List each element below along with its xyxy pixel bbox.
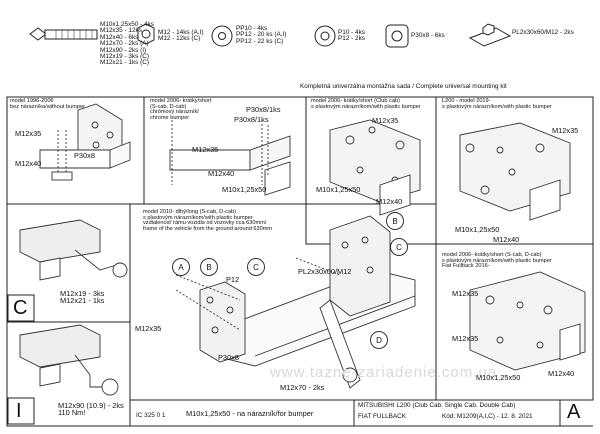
option-i-frame bbox=[6, 321, 131, 427]
nut-spec: M12 - 12ks (C) bbox=[158, 35, 201, 43]
callout-c: C bbox=[390, 238, 408, 256]
title-line: model 2010- dlhý/long (S-cab, D-cab) bbox=[143, 209, 236, 215]
callout-label: M10x1,25x50 bbox=[455, 225, 500, 234]
callout-label: M12x35 bbox=[452, 334, 479, 343]
spacer-spec: P30x8 - 6ks bbox=[411, 32, 445, 39]
callout-b: B bbox=[386, 212, 404, 230]
callout-label: PL2x30x60/M12 bbox=[298, 267, 352, 276]
title-line: model 1996-2006 bbox=[10, 98, 54, 104]
title-line: model 2006- krátky/short (S-cab, D-cab) bbox=[442, 252, 542, 258]
watermark: www.tazne-zariadenie.com.ua bbox=[270, 364, 498, 381]
callout-d: D bbox=[370, 331, 388, 349]
washer-spec: P12 - 2ks bbox=[338, 35, 365, 43]
callout-a: A bbox=[172, 258, 190, 276]
panel-1-title: model 1996-2006 bez nárazníka/without bu… bbox=[10, 98, 85, 110]
bolt-spec: M12x19 - 3ks (C) bbox=[100, 53, 150, 61]
callout-label: M10x1,25x50 bbox=[316, 185, 361, 194]
vehicle-model-2: FIAT FULLBACK bbox=[358, 413, 407, 420]
callout-label: M12x40 bbox=[15, 159, 42, 168]
callout-c: C bbox=[247, 258, 265, 276]
kit-note: Kompletná univerzálna montážna sada / Co… bbox=[300, 83, 507, 90]
title-line: model 2006- krátky/short (Club cab) bbox=[311, 98, 400, 104]
washer-spec: P10 - 4ks bbox=[338, 29, 365, 36]
panel-4-title: L200 - model 2019- s plastovým nárazníko… bbox=[442, 98, 552, 110]
callout-label: M12x35 bbox=[452, 289, 479, 298]
callout-label: M12x70 - 2ks bbox=[280, 383, 325, 392]
option-i-letter: I bbox=[16, 400, 22, 422]
bumper-note: M10x1,25x50 - na nárazník/for bumper bbox=[186, 409, 314, 418]
pp-washer-list: PP10 - 4ks PP12 - 20 ks (A,I) PP12 - 22 … bbox=[236, 25, 287, 45]
callout-label: P12 bbox=[226, 275, 240, 284]
bolt-spec: M12x40 - 6ks bbox=[100, 33, 139, 41]
bolt-list: M10x1,25x50 - 4ks M12x35 - 12ks M12x40 -… bbox=[100, 21, 154, 67]
title-line: s plastovým nárazníkom/with plastic bump… bbox=[442, 103, 552, 110]
title-line: (S-cab, D-cab) bbox=[150, 103, 187, 110]
title-line: chrómový nárazník/ bbox=[150, 109, 199, 116]
bolt-spec: M12x21 - 1ks (C) bbox=[100, 59, 150, 67]
bolt-icon bbox=[29, 27, 98, 41]
bolt-spec: M10x1,25x50 - 4ks bbox=[100, 21, 154, 28]
title-line: frame of the vehicle from the ground aro… bbox=[143, 225, 273, 232]
callout-label: P30x8/1ks bbox=[234, 115, 269, 124]
panel-6-title: model 2006- krátky/short (S-cab, D-cab) … bbox=[442, 252, 552, 270]
callout-label: M12x35 bbox=[192, 145, 219, 154]
torque-note: 110 Nm! bbox=[58, 408, 86, 418]
spacer-icon bbox=[385, 24, 409, 48]
title-line: model 2006- krátky/short bbox=[150, 98, 212, 104]
callout-label: M12x35 bbox=[135, 324, 162, 333]
callout-label: P30x8 bbox=[74, 151, 95, 160]
callout-b: B bbox=[200, 258, 218, 276]
washer-spec: PP12 - 20 ks (A,I) bbox=[236, 31, 287, 39]
plate-spec: PL2x30x60/M12 - 2ks bbox=[512, 29, 574, 36]
variant-letter: A bbox=[567, 401, 581, 423]
panel-5-title: model 2010- dlhý/long (S-cab, D-cab) s p… bbox=[143, 209, 273, 232]
vehicle-model: MITSUBISHI L200 (Club Cab. Single Cab. D… bbox=[358, 402, 516, 409]
callout-label: P30x8 bbox=[218, 353, 239, 362]
plate-icon bbox=[468, 23, 512, 47]
p-washer-list: P10 - 4ks P12 - 2ks bbox=[338, 29, 365, 43]
callout-label: M10x1,25x50 bbox=[222, 185, 267, 194]
option-c-letter: C bbox=[13, 297, 28, 319]
callout-label: M12x35 bbox=[552, 126, 579, 135]
washer-spec: PP12 - 22 ks (C) bbox=[236, 37, 284, 45]
panel-2-title: model 2006- krátky/short (S-cab, D-cab) … bbox=[150, 98, 212, 121]
option-i-bolt-list: M12x90 (10.9) - 2ks 110 Nm! bbox=[58, 402, 124, 417]
title-line: Fiat Fullback 2016- bbox=[442, 263, 490, 270]
bolt-spec: M12x90 (10.9) - 2ks bbox=[58, 401, 124, 410]
bolt-spec: M12x19 - 3ks bbox=[60, 289, 105, 298]
pp-washer-icon bbox=[211, 25, 233, 47]
callout-label: M10x1,25x50 bbox=[476, 373, 521, 382]
title-line: s plastovým nárazníkom/with plastic bump… bbox=[311, 103, 421, 110]
bolt-spec: M12x70 - 2ks (A) bbox=[100, 40, 149, 48]
p-washer-icon bbox=[314, 25, 336, 47]
title-line: vzdialenosť rámu vozidla od vozovky cca … bbox=[143, 220, 267, 227]
washer-spec: PP10 - 4ks bbox=[236, 25, 268, 32]
callout-label: M12x40 bbox=[208, 169, 235, 178]
title-line: bez nárazníka/without bumper bbox=[10, 103, 85, 110]
title-line: s plastovým nárazníkom/with plastic bump… bbox=[442, 257, 552, 264]
title-line: chrome bumper bbox=[150, 114, 190, 121]
bolt-spec: M12x90 - 2ks (I) bbox=[100, 46, 147, 54]
drawing-ref: Kód: M1209(A,I,C) - 12. 8. 2021 bbox=[442, 413, 533, 420]
callout-label: M12x40 bbox=[493, 235, 520, 244]
callout-label: P30x8/1ks bbox=[246, 105, 281, 114]
title-line: s plastovým nárazníkom/with plastic bump… bbox=[143, 214, 253, 221]
option-c-bolt-list: M12x19 - 3ks M12x21 - 1ks bbox=[60, 290, 104, 305]
bolt-spec: M12x35 - 12ks bbox=[100, 27, 142, 35]
bolt-spec: M12x21 - 1ks bbox=[60, 296, 105, 306]
nut-list: M12 - 14ks (A,I) M12 - 12ks (C) bbox=[158, 29, 204, 43]
callout-label: M12x40 bbox=[548, 369, 575, 378]
callout-label: M12x40 bbox=[376, 197, 403, 206]
drawing-code: IC 325 0 1 bbox=[136, 412, 166, 419]
callout-label: M12x35 bbox=[372, 116, 399, 125]
nut-spec: M12 - 14ks (A,I) bbox=[158, 29, 204, 36]
panel-3-title: model 2006- krátky/short (Club cab) s pl… bbox=[311, 98, 421, 110]
title-line: L200 - model 2019- bbox=[442, 98, 491, 104]
callout-label: M12x35 bbox=[15, 129, 42, 138]
nut-icon bbox=[137, 23, 155, 45]
